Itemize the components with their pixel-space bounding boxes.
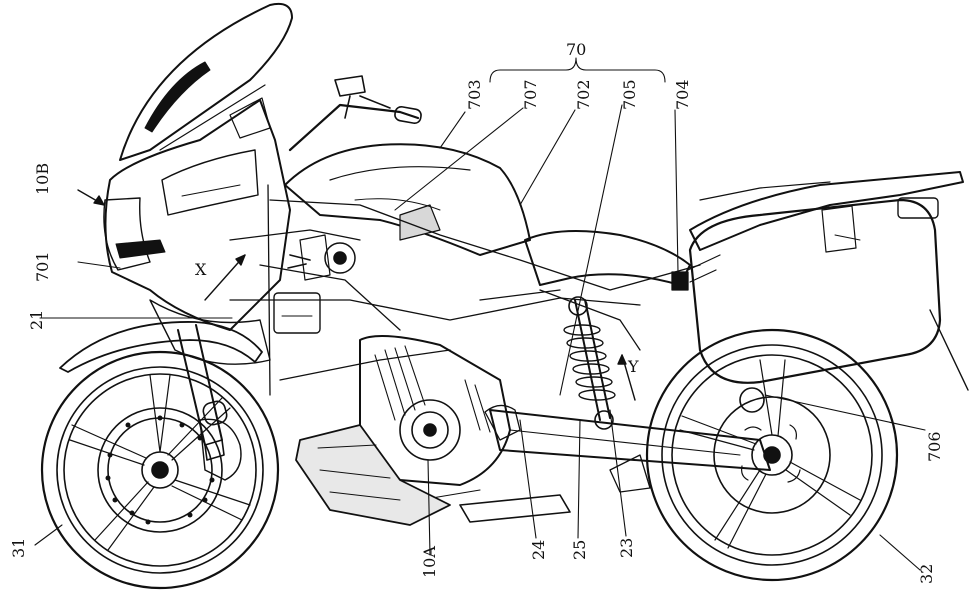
label-Y: Y	[627, 357, 639, 376]
label-707: 707	[521, 79, 540, 110]
swingarm	[489, 409, 771, 493]
front-fork	[177, 324, 228, 461]
rear-wheel	[645, 328, 899, 582]
rear-caliper	[739, 387, 765, 413]
belly-pan	[295, 424, 571, 526]
rear-connector	[671, 254, 721, 291]
label-706: 706	[925, 431, 944, 462]
rear-shock	[563, 296, 616, 430]
seat	[524, 230, 691, 286]
tail-section	[689, 171, 964, 251]
leader-lines	[34, 57, 926, 571]
windscreen	[119, 2, 293, 161]
label-10B: 10B	[33, 163, 52, 195]
label-23: 23	[617, 538, 636, 558]
label-10A: 10A	[420, 546, 439, 578]
label-705: 705	[620, 79, 639, 110]
front-fender	[59, 321, 263, 373]
pannier-case	[688, 198, 969, 391]
label-703: 703	[465, 79, 484, 110]
label-70: 70	[566, 40, 586, 59]
handlebar	[288, 75, 422, 152]
label-701: 701	[33, 251, 52, 282]
battery-terminals	[279, 299, 313, 317]
label-24: 24	[529, 540, 548, 560]
label-21: 21	[27, 310, 46, 330]
label-31: 31	[9, 538, 28, 558]
evap-canister	[287, 234, 356, 281]
front-wheel	[40, 350, 280, 590]
label-32: 32	[917, 564, 936, 584]
label-X: X	[195, 260, 207, 279]
arrows	[77, 189, 636, 401]
battery-box	[273, 292, 321, 334]
label-702: 702	[574, 79, 593, 110]
front-fairing	[103, 97, 291, 365]
label-25: 25	[570, 540, 589, 560]
frame-lines	[229, 184, 701, 396]
label-704: 704	[673, 79, 692, 110]
reference-numerals: 70 703 707 702 705 704 10B 701 21 X Y 31…	[9, 40, 944, 584]
front-brake-disc	[97, 407, 223, 533]
